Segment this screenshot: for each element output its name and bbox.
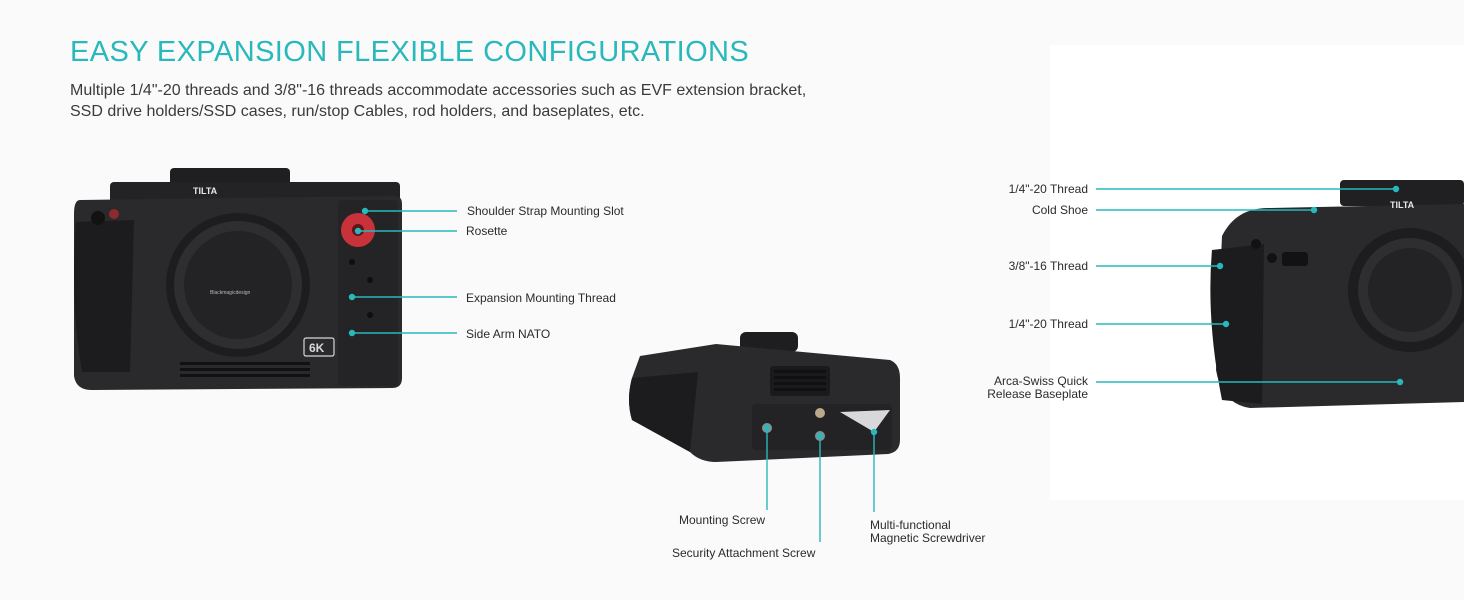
description-line-2: SSD drive holders/SSD cases, run/stop Ca… (70, 103, 645, 120)
label-cold-shoe: Cold Shoe (1031, 203, 1088, 217)
bottom-callout-lines (763, 424, 878, 542)
page-headline: EASY EXPANSION FLEXIBLE CONFIGURATIONS (70, 36, 750, 68)
label-expansion-thread: Expansion Mounting Thread (466, 291, 616, 305)
label-screwdriver-line-1: Multi-functional (870, 518, 951, 532)
label-arca-line-2: Release Baseplate (987, 387, 1088, 401)
side-brand-mark: TILTA (1390, 200, 1415, 210)
label-screwdriver-line-2: Magnetic Screwdriver (870, 531, 986, 545)
camera-bottom-image (629, 332, 900, 462)
label-side-thread: 1/4"-20 Thread (1008, 317, 1088, 331)
label-rosette: Rosette (466, 224, 508, 238)
label-top-thread: 1/4"-20 Thread (1008, 182, 1088, 196)
label-mounting-screw: Mounting Screw (679, 513, 766, 527)
label-arca-swiss-baseplate: Arca-Swiss Quick Release Baseplate (987, 375, 1088, 401)
camera-front-image: TILTA Blackmagicdesign 6K (74, 168, 402, 390)
front-callout-lines (348, 207, 457, 337)
label-side-arm-nato: Side Arm NATO (466, 327, 551, 341)
description-line-1: Multiple 1/4"-20 threads and 3/8"-16 thr… (70, 82, 807, 99)
label-magnetic-screwdriver: Multi-functional Magnetic Screwdriver (870, 519, 985, 545)
feature-description: Multiple 1/4"-20 threads and 3/8"-16 thr… (70, 80, 870, 122)
brand-mark: TILTA (193, 186, 218, 196)
label-arca-line-1: Arca-Swiss Quick (993, 374, 1088, 388)
camera-badge: 6K (309, 341, 325, 355)
screwdriver-icon (840, 410, 890, 432)
side-callout-lines (1096, 185, 1404, 386)
svg-text:Blackmagicdesign: Blackmagicdesign (210, 290, 251, 296)
label-security-screw: Security Attachment Screw (672, 546, 816, 560)
label-shoulder-strap-slot: Shoulder Strap Mounting Slot (467, 204, 624, 218)
label-38-thread: 3/8"-16 Thread (1008, 259, 1088, 273)
camera-side-image: TILTA (1210, 180, 1464, 408)
